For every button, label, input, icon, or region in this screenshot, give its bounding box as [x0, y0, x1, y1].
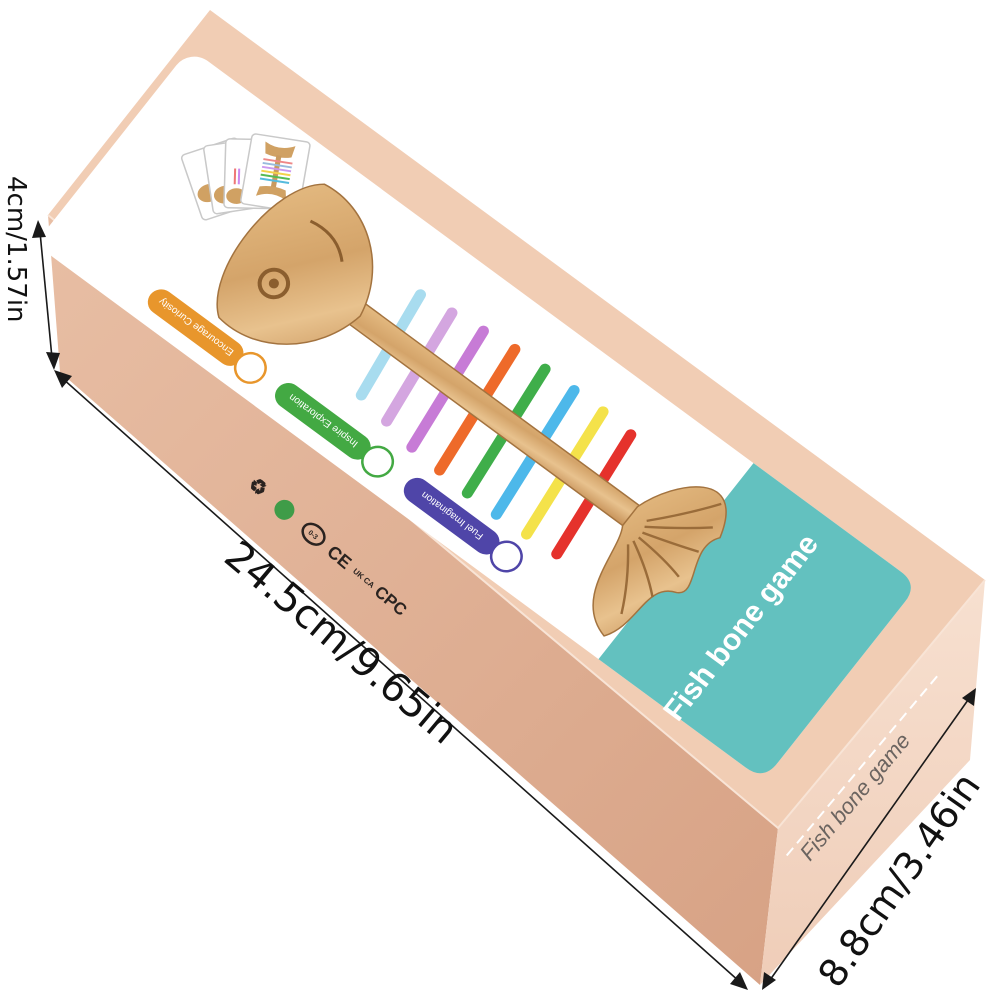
height-dimension-arrow [32, 220, 60, 370]
width-dimension-arrow [762, 688, 976, 990]
height-dimension-label: 4cm/1.57in [1, 176, 31, 323]
green-dot-icon [274, 499, 295, 520]
title-panel [598, 463, 911, 774]
fish-head [216, 183, 374, 345]
box-front-side [48, 215, 778, 985]
fish-skeleton-illustration [216, 183, 727, 637]
box-label: Fish bone game [43, 56, 911, 774]
fish-eye [257, 267, 291, 300]
length-dimension-arrow [54, 370, 748, 990]
box-end-side [760, 580, 985, 985]
cards-illustration [180, 133, 311, 221]
fish-tail [592, 486, 727, 637]
age-warning-text: 0-3 [306, 529, 318, 541]
age-warning-icon [301, 522, 326, 546]
dimension-annotations [32, 220, 976, 990]
tail-ridges [620, 502, 722, 615]
